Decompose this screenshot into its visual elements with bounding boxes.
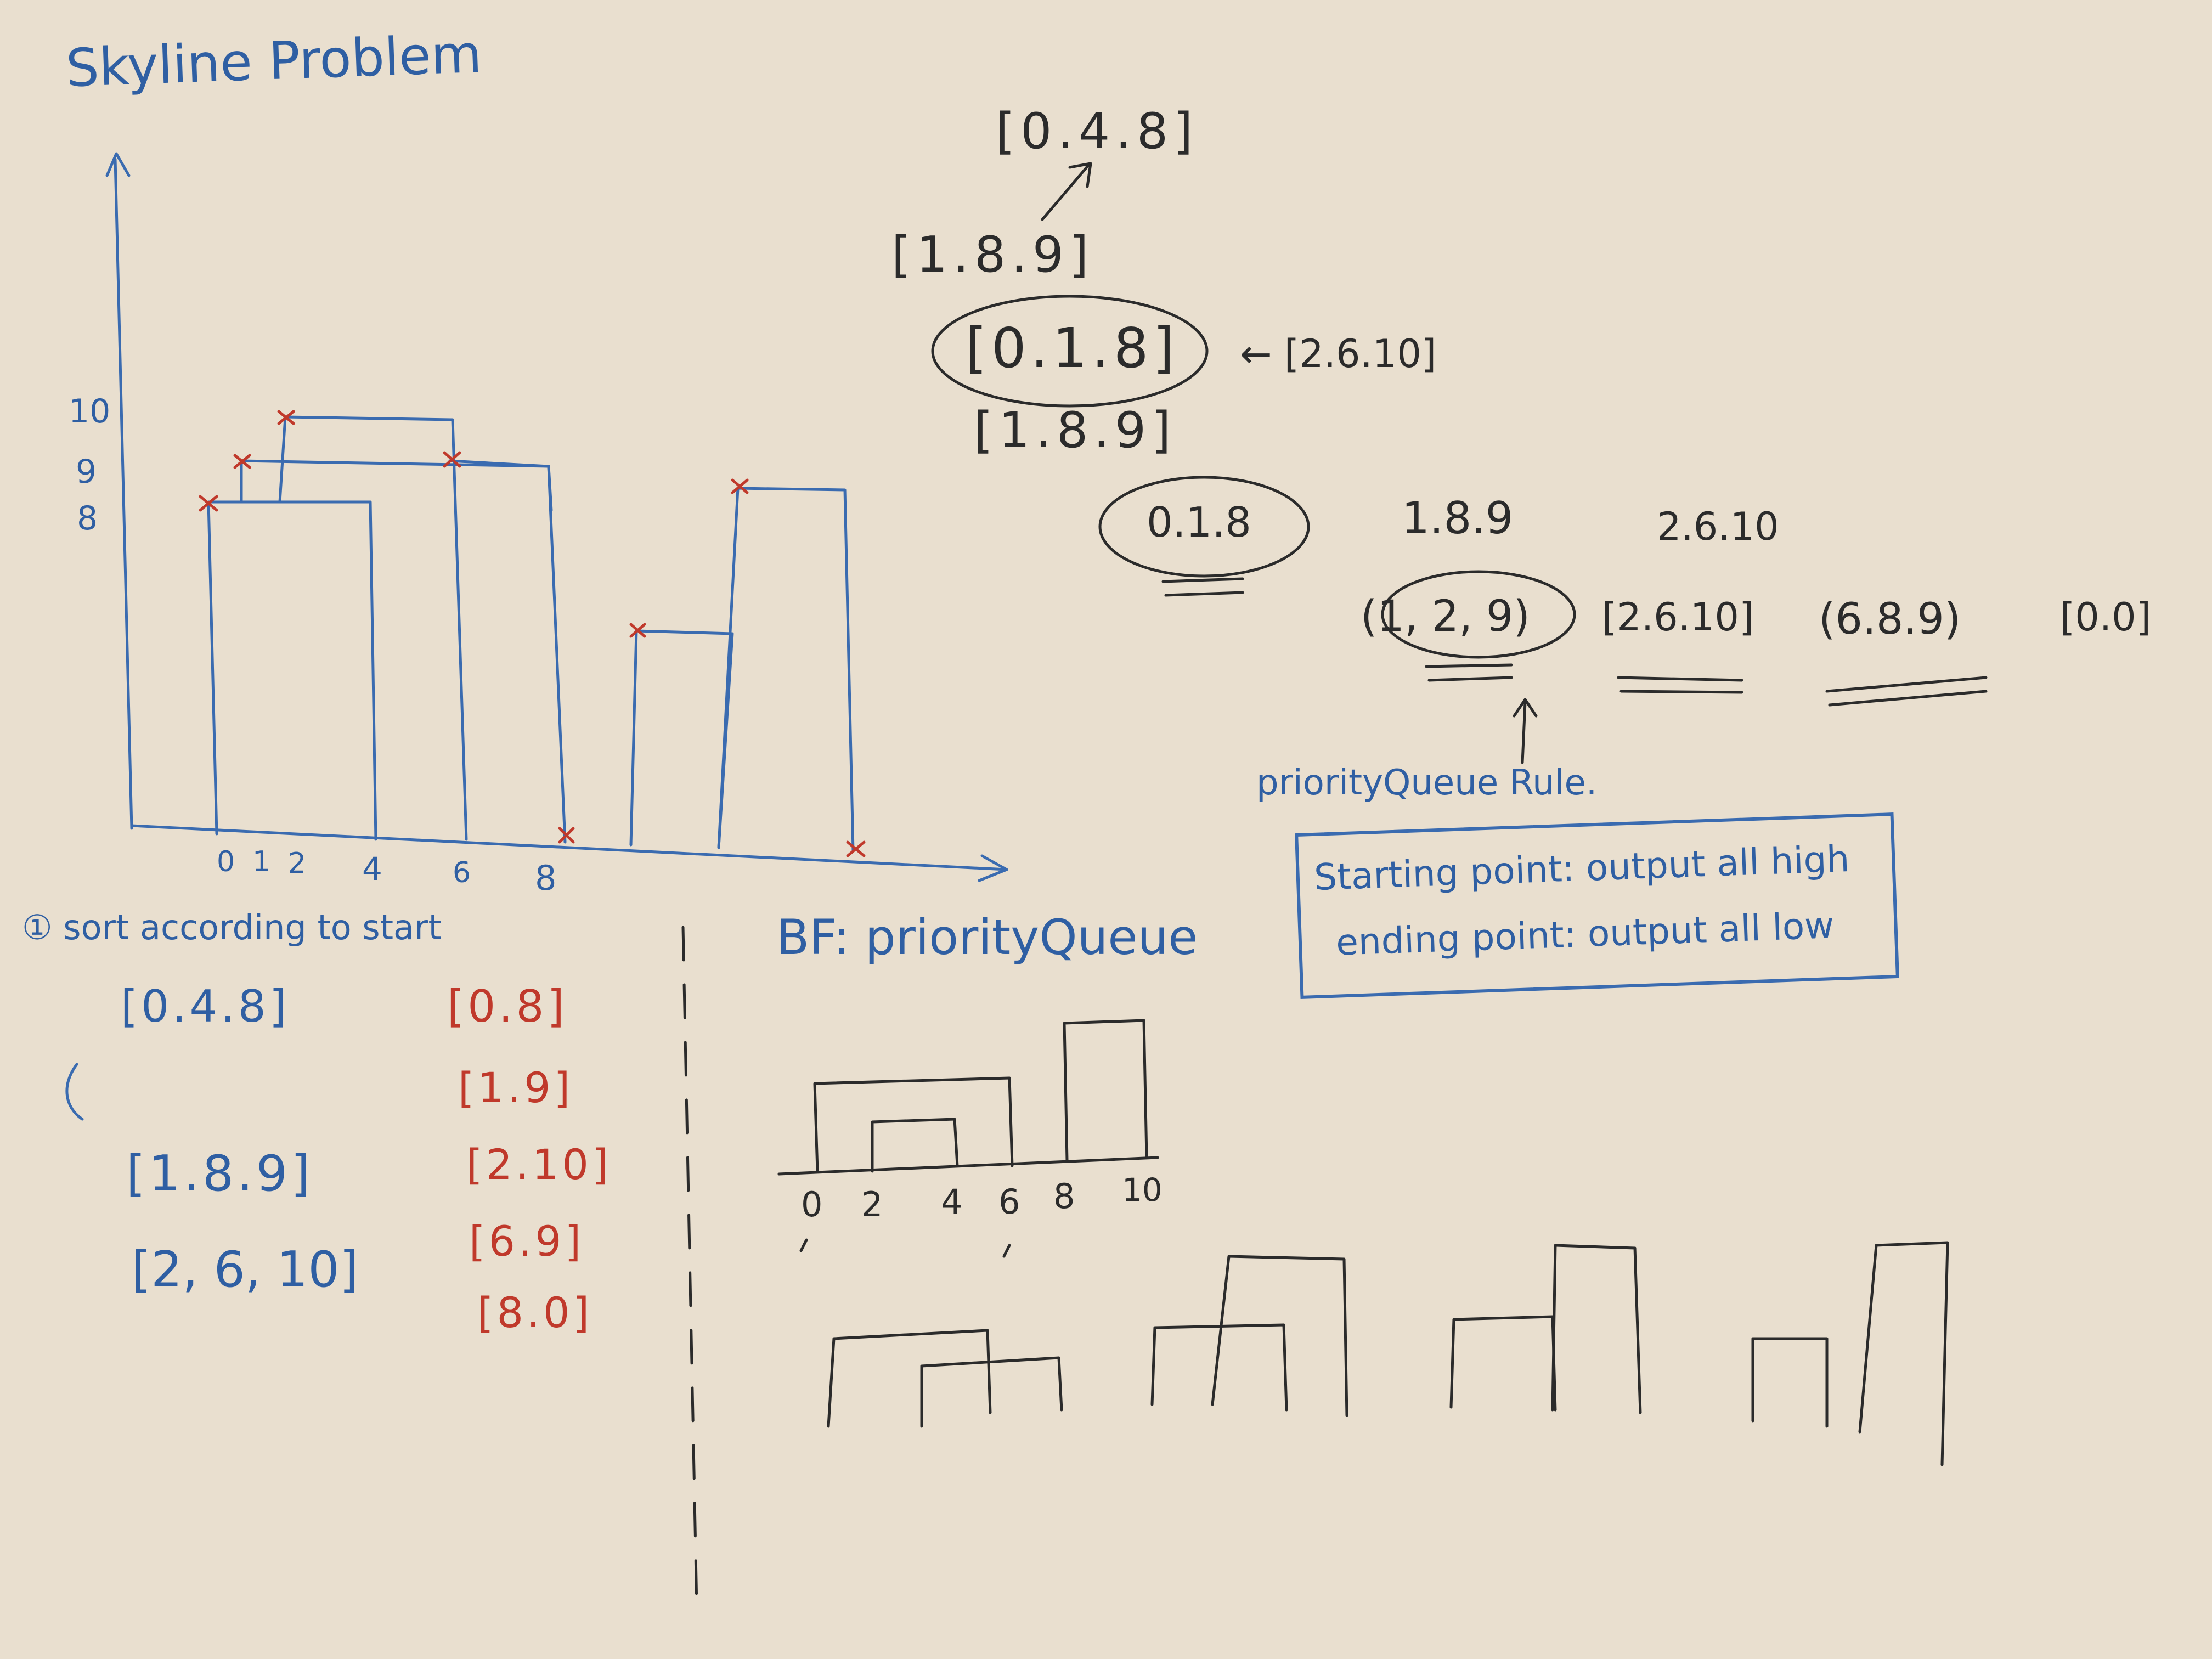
x-tick-8: 8: [535, 858, 557, 898]
step-one-label: ① sort according to start: [22, 907, 442, 947]
queue-row2-item-3: (6.8.9): [1819, 595, 1961, 644]
skyline-axes: [105, 152, 1008, 882]
bf-tick-10: 10: [1122, 1171, 1163, 1209]
bf-label: BF: priorityQueue: [776, 909, 1198, 966]
y-tick-10: 10: [69, 392, 111, 431]
queue-item-3: 2.6.10: [1657, 504, 1779, 549]
pq-rule-title: priorityQueue Rule.: [1256, 763, 1598, 803]
sorted-red-4: [6.9]: [469, 1217, 585, 1266]
stack-note-4: ← [2.6.10]: [1240, 331, 1437, 376]
queue-row2-item-1: (1, 2, 9): [1361, 592, 1530, 641]
bottom-sketches: [827, 1241, 1949, 1466]
bf-chart: [777, 1019, 1159, 1258]
skyline-buildings: [207, 415, 855, 852]
bf-tick-6: 6: [998, 1182, 1020, 1222]
sorted-red-5: [8.0]: [477, 1288, 593, 1337]
sorted-red-1: [0.8]: [447, 981, 568, 1032]
x-tick-6: 6: [453, 856, 471, 889]
stack-note-2: [1.8.9]: [891, 226, 1094, 284]
queue-row2-item-4: [0.0]: [2060, 595, 2151, 640]
x-tick-2: 2: [288, 847, 307, 880]
sorted-red-3: [2.10]: [466, 1140, 612, 1189]
bf-tick-2: 2: [861, 1184, 883, 1224]
bf-tick-8: 8: [1053, 1176, 1075, 1216]
sorted-red-2: [1.9]: [458, 1063, 574, 1112]
y-tick-9: 9: [76, 453, 97, 491]
section-divider: [681, 926, 698, 1609]
bf-tick-4: 4: [941, 1182, 963, 1222]
sorted-blue-1: [0.4.8]: [121, 981, 290, 1032]
queue-row2-item-2: [2.6.10]: [1602, 595, 1754, 640]
critical-point-marks: [199, 410, 866, 857]
queue-item-2: 1.8.9: [1402, 493, 1514, 544]
stack-note-1: [0.4.8]: [996, 103, 1199, 160]
sorted-blue-2: [1.8.9]: [126, 1145, 314, 1203]
queue-item-1: 0.1.8: [1147, 498, 1251, 546]
x-tick-4: 4: [362, 850, 382, 888]
stack-annotations: [931, 162, 1988, 764]
x-tick-1: 1: [252, 845, 271, 878]
sorted-blue-3: [2, 6, 10]: [132, 1241, 359, 1299]
board-title: Skyline Problem: [65, 24, 483, 99]
stack-note-3: [0.1.8]: [966, 316, 1179, 380]
stack-note-5: [1.8.9]: [974, 402, 1177, 459]
y-tick-8: 8: [77, 499, 98, 538]
x-tick-0: 0: [217, 845, 235, 878]
bf-tick-0: 0: [801, 1184, 823, 1224]
hook-arrow: [65, 1063, 84, 1121]
